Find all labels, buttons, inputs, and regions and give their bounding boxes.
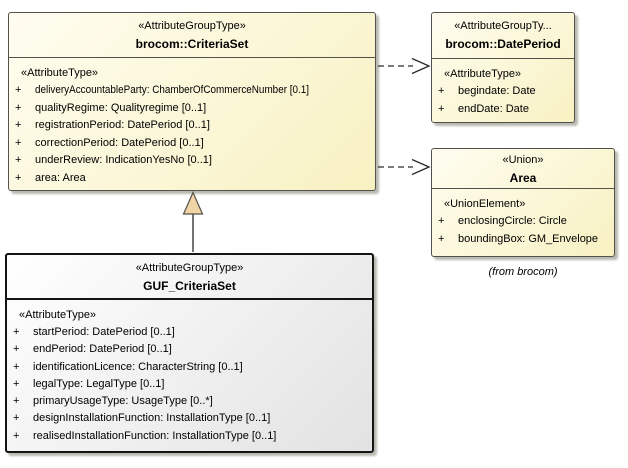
attribute-text: registrationPeriod: DatePeriod [0..1] [35,119,210,132]
visibility-sign: + [438,215,445,227]
attribute-text: enclosingCircle: Circle [458,215,567,227]
visibility-sign: + [438,232,445,245]
attribute-row: + registrationPeriod: DatePeriod [0..1] [9,117,375,135]
attribute-text: endPeriod: DatePeriod [0..1] [33,343,172,356]
attribute-row: + deliveryAccountableParty: ChamberOfCom… [9,82,375,100]
visibility-sign: + [438,85,445,97]
class-attributes-compartment: «UnionElement» + enclosingCircle: Circle… [432,189,614,248]
attribute-row: + identificationLicence: CharacterString… [7,359,372,376]
attribute-list: + enclosingCircle: Circle + boundingBox:… [432,213,614,248]
stereotype-label: «AttributeGroupTy... [454,20,552,32]
visibility-sign: + [438,102,445,115]
attribute-text: primaryUsageType: UsageType [0..*] [33,395,213,408]
attribute-row: + startPeriod: DatePeriod [0..1] [7,324,372,341]
class-name: GUF_CriteriaSet [143,279,236,293]
stereotype-label: «AttributeGroupType» [135,262,244,274]
class-header: «AttributeGroupType» brocom::CriteriaSet [9,13,375,58]
attribute-section-label: «AttributeType» [444,68,522,80]
attribute-list: + startPeriod: DatePeriod [0..1] + endPe… [7,324,372,445]
visibility-sign: + [15,101,22,114]
visibility-sign: + [15,171,22,184]
visibility-sign: + [13,429,20,442]
open-arrowhead-icon [411,158,431,176]
attribute-text: legalType: LegalType [0..1] [33,377,165,390]
class-attributes-compartment: «AttributeType» + begindate: Date + endD… [432,59,574,118]
attribute-text: begindate: Date [458,85,536,97]
attribute-row: + designInstallationFunction: Installati… [7,410,372,427]
open-arrowhead-icon [411,57,431,75]
class-attributes-compartment: «AttributeType» + startPeriod: DatePerio… [7,300,372,445]
class-box-guf-criteriaset[interactable]: «AttributeGroupType» GUF_CriteriaSet «At… [5,253,374,453]
class-box-area[interactable]: «Union» Area «UnionElement» + enclosingC… [431,148,615,257]
attribute-row: + endDate: Date [432,101,574,119]
class-header: «Union» Area [432,149,614,189]
visibility-sign: + [13,360,20,373]
class-box-brocom-criteriaset[interactable]: «AttributeGroupType» brocom::CriteriaSet… [8,12,376,191]
class-attributes-compartment: «AttributeType» + deliveryAccountablePar… [9,58,375,188]
visibility-sign: + [13,326,20,338]
attribute-list: + deliveryAccountableParty: ChamberOfCom… [9,82,375,188]
attribute-row: + qualityRegime: Qualityregime [0..1] [9,100,375,118]
attribute-row: + boundingBox: GM_Envelope [432,231,614,249]
attribute-section-label: «AttributeType» [21,67,99,79]
attribute-row: + realisedInstallationFunction: Installa… [7,428,372,445]
dependency-connector-to-area[interactable] [378,158,431,176]
visibility-sign: + [15,136,22,149]
attribute-text: designInstallationFunction: Installation… [33,412,271,425]
visibility-sign: + [13,377,20,390]
visibility-sign: + [13,395,20,408]
attribute-text: deliveryAccountableParty: ChamberOfComme… [35,84,310,96]
attribute-list: + begindate: Date + endDate: Date [432,83,574,118]
visibility-sign: + [13,412,20,425]
generalization-connector[interactable] [182,191,204,253]
attribute-section-label: «AttributeType» [19,309,97,321]
class-name: brocom::DatePeriod [445,37,561,51]
from-package-note: (from brocom) [488,266,558,278]
attribute-text: endDate: Date [458,102,529,115]
class-header: «AttributeGroupType» GUF_CriteriaSet [7,255,372,300]
attribute-text: startPeriod: DatePeriod [0..1] [33,326,175,338]
attribute-row: + underReview: IndicationYesNo [0..1] [9,152,375,170]
attribute-text: qualityRegime: Qualityregime [0..1] [35,101,207,114]
attribute-row: + enclosingCircle: Circle [432,213,614,231]
class-name: brocom::CriteriaSet [135,37,249,51]
attribute-text: area: Area [35,171,86,184]
attribute-text: identificationLicence: CharacterString [… [33,360,243,373]
visibility-sign: + [15,84,22,96]
visibility-sign: + [15,119,22,132]
visibility-sign: + [13,343,20,356]
attribute-row: + area: Area [9,170,375,188]
attribute-text: correctionPeriod: DatePeriod [0..1] [35,136,204,149]
visibility-sign: + [15,154,22,167]
attribute-text: realisedInstallationFunction: Installati… [33,429,277,442]
attribute-row: + correctionPeriod: DatePeriod [0..1] [9,135,375,153]
dependency-connector-to-dateperiod[interactable] [378,57,431,75]
class-box-brocom-dateperiod[interactable]: «AttributeGroupTy... brocom::DatePeriod … [431,12,575,123]
attribute-row: + primaryUsageType: UsageType [0..*] [7,393,372,410]
attribute-row: + endPeriod: DatePeriod [0..1] [7,341,372,358]
stereotype-label: «Union» [502,154,544,166]
class-header: «AttributeGroupTy... brocom::DatePeriod [432,13,574,59]
attribute-row: + legalType: LegalType [0..1] [7,376,372,393]
attribute-section-label: «UnionElement» [444,198,526,210]
stereotype-label: «AttributeGroupType» [138,20,246,32]
attribute-text: underReview: IndicationYesNo [0..1] [35,154,212,167]
triangle-arrowhead-icon [182,191,204,215]
attribute-row: + begindate: Date [432,83,574,101]
class-name: Area [509,171,537,185]
attribute-text: boundingBox: GM_Envelope [458,232,599,245]
